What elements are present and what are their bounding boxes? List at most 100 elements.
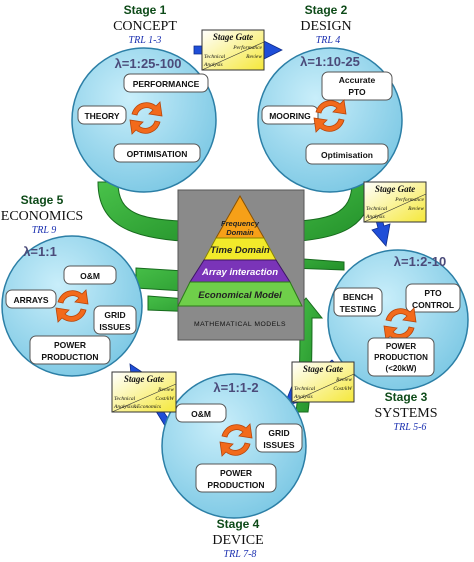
stage-gate-3: Stage Gate Review Technical Cost/kW Anal… xyxy=(291,361,355,403)
stage-gate-2-box xyxy=(363,181,427,223)
stage-gate-1-line3: Review xyxy=(245,54,262,60)
stage-gate-1-title: Stage Gate xyxy=(213,32,253,42)
stage1-name: CONCEPT xyxy=(113,19,177,34)
stage2-lambda: λ=1:10-25 xyxy=(300,54,360,69)
stage3-box-pto xyxy=(405,283,461,313)
stage2-box-accurate-pto xyxy=(321,71,393,101)
stage-gate-1-line1: Performance xyxy=(232,44,262,51)
stage2-mooring-label: MOORING xyxy=(269,111,311,121)
stage5-box-power xyxy=(29,335,111,365)
stage4-om-label: O&M xyxy=(191,409,211,419)
stage5-production-label: PRODUCTION xyxy=(41,352,98,362)
stage3-control-label: CONTROL xyxy=(412,300,454,310)
stage-gate-2-line4: Analysis xyxy=(365,214,385,220)
stage3-power-label: POWER xyxy=(386,342,416,351)
stage4-name: DEVICE xyxy=(212,533,263,548)
stage4-lambda: λ=1:1-2 xyxy=(213,380,258,395)
time-domain-label: Time Domain xyxy=(210,245,270,256)
stage2-pto-label: PTO xyxy=(348,87,366,97)
stage-gate-2-title: Stage Gate xyxy=(375,184,415,194)
stage4-box-power xyxy=(195,463,277,493)
stage-gate-4-line3: Cost/kW xyxy=(155,396,174,402)
stage-gate-3-line1: Review xyxy=(335,377,352,383)
stage2-accurate-label: Accurate xyxy=(339,75,376,85)
stage-gate-4: Stage Gate Review Technical Cost/kW Anal… xyxy=(111,371,177,413)
stage5-box-grid xyxy=(93,305,137,335)
stage5-power-label: POWER xyxy=(54,340,86,350)
stage3-title: Stage 3 xyxy=(385,390,428,404)
stage5-trl: TRL 9 xyxy=(32,225,57,236)
stage5-grid-label: GRID xyxy=(104,310,125,320)
stage4-box-grid xyxy=(255,423,303,453)
stage3: λ=1:2-10 BENCH TESTING PTO CONTROL POWER… xyxy=(327,249,469,433)
stage5-box-arrays xyxy=(5,289,57,309)
stage4-trl: TRL 7-8 xyxy=(224,549,257,560)
stage5-om-label: O&M xyxy=(80,271,100,281)
stage3-trl: TRL 5-6 xyxy=(394,422,427,433)
stage1-theory-label: THEORY xyxy=(84,111,119,121)
tip-label-1: Frequency xyxy=(221,219,260,228)
stage3-production-label: PRODUCTION xyxy=(374,353,428,362)
stage-gate-1-box xyxy=(201,29,265,71)
stage5-arrays-label: ARRAYS xyxy=(13,295,48,305)
stage-gate-1-line4: Analysis xyxy=(203,62,223,68)
stage3-lambda: λ=1:2-10 xyxy=(394,254,446,269)
stage3-pto-label: PTO xyxy=(424,288,442,298)
math-models-block: Frequency Domain Time Domain Array inter… xyxy=(177,189,305,341)
stage3-bench-label: BENCH xyxy=(343,292,373,302)
stage5-name: ECONOMICS xyxy=(1,209,83,224)
stage1-box-theory xyxy=(77,105,127,125)
stage-gate-4-line1: Review xyxy=(157,387,174,393)
stage2: Stage 2 DESIGN TRL 4 λ=1:10-25 Accurate … xyxy=(257,3,403,193)
stage-gate-2-line2: Technical xyxy=(366,206,388,212)
stage1: Stage 1 CONCEPT TRL 1-3 λ=1:25-100 PERFO… xyxy=(71,3,217,193)
stage-gate-2-line1: Performance xyxy=(394,196,424,203)
stage4-title: Stage 4 xyxy=(217,517,260,531)
stage3-box-bench xyxy=(333,287,383,317)
stage3-name: SYSTEMS xyxy=(374,406,437,421)
stage-gate-3-line4: Analysis xyxy=(293,394,313,400)
stage-gate-2-line3: Review xyxy=(407,206,424,212)
math-models-footer: MATHEMATICAL MODELS xyxy=(194,321,286,328)
stage5: Stage 5 ECONOMICS TRL 9 λ=1:1 O&M ARRAYS… xyxy=(1,193,143,377)
stage5-issues-label: ISSUES xyxy=(99,322,131,332)
stage-gate-4-line2: Technical xyxy=(114,396,136,402)
stage-gate-1-line2: Technical xyxy=(204,54,226,60)
stage-gate-3-line3: Cost/kW xyxy=(333,386,352,392)
stage2-trl: TRL 4 xyxy=(316,35,341,46)
stage-gate-3-title: Stage Gate xyxy=(303,364,343,374)
stage1-lambda: λ=1:25-100 xyxy=(115,56,182,71)
stage4-box-om xyxy=(175,403,227,423)
stage3-power-value: (<20kW) xyxy=(386,364,417,373)
stage1-box-performance xyxy=(123,73,209,93)
tip-label-2: Domain xyxy=(226,228,254,237)
stage-gate-4-box xyxy=(111,371,177,413)
stage-gate-1: Stage Gate Performance Technical Review … xyxy=(201,29,265,71)
economical-model-label: Economical Model xyxy=(198,290,282,301)
stage2-box-optimisation xyxy=(305,143,389,165)
stage1-title: Stage 1 xyxy=(124,3,167,17)
stage1-box-optimisation xyxy=(113,143,201,163)
stage3-testing-label: TESTING xyxy=(340,304,377,314)
stage4: λ=1:1-2 O&M GRID ISSUES POWER PRODUCTION… xyxy=(161,373,307,560)
stage1-performance-label: PERFORMANCE xyxy=(133,79,200,89)
stage1-trl: TRL 1-3 xyxy=(129,35,162,46)
stage5-box-om xyxy=(63,265,117,285)
stage2-optimisation-label: Optimisation xyxy=(321,150,373,160)
stage-gate-3-box xyxy=(291,361,355,403)
stage-gate-3-line2: Technical xyxy=(294,386,316,392)
stage4-production-label: PRODUCTION xyxy=(207,480,264,490)
stage4-grid-label: GRID xyxy=(268,428,289,438)
stage4-issues-label: ISSUES xyxy=(263,440,295,450)
stage-gate-2: Stage Gate Performance Technical Review … xyxy=(363,181,427,223)
stage1-optimisation-label: OPTIMISATION xyxy=(127,149,188,159)
stage-gate-4-title: Stage Gate xyxy=(124,374,164,384)
stage2-box-mooring xyxy=(261,105,319,125)
stage2-title: Stage 2 xyxy=(305,3,348,17)
stage2-name: DESIGN xyxy=(300,19,351,34)
stage5-lambda: λ=1:1 xyxy=(23,244,57,259)
stage3-box-power xyxy=(367,337,435,377)
stage5-title: Stage 5 xyxy=(21,193,64,207)
array-interaction-label: Array interaction xyxy=(201,267,278,278)
